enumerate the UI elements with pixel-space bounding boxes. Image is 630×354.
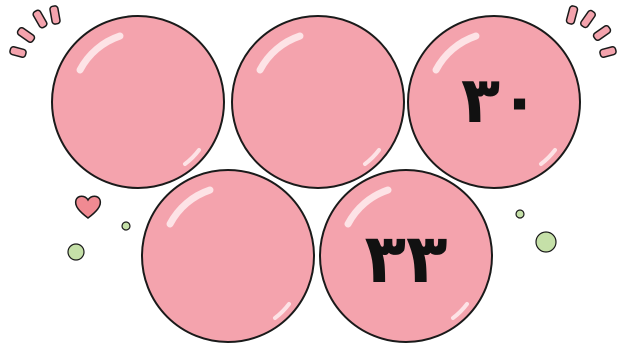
heart-icon (76, 196, 101, 218)
bubble-bottom-right-label: ٣٣ (364, 220, 447, 299)
burst-dashes-left (9, 5, 60, 57)
bubble-top-right-label: ٣٠ (461, 64, 539, 138)
bubble-top-middle[interactable] (232, 16, 404, 188)
bubble-bottom-left[interactable] (142, 170, 314, 342)
burst-dashes-right (566, 5, 617, 58)
bubble-top-right[interactable]: ٣٠ (408, 16, 580, 188)
bubble-bottom-right[interactable]: ٣٣ (320, 170, 492, 342)
bubble-top-left[interactable] (52, 16, 224, 188)
